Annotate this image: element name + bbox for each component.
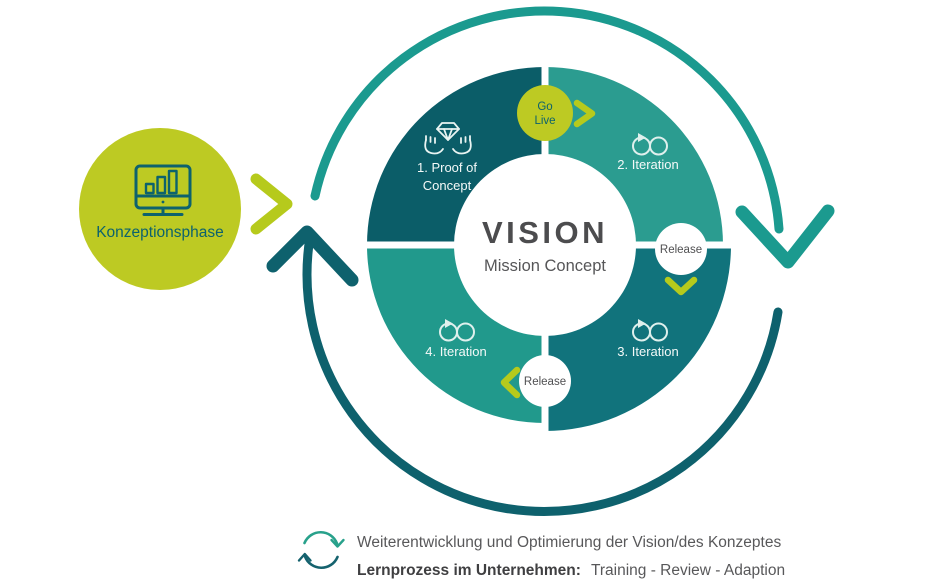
- release-bottom-chevron-left-icon: [500, 366, 521, 399]
- go-live-circle: [517, 85, 573, 141]
- legend-line2-bold: Lernprozess im Unternehmen:: [357, 562, 581, 579]
- go-live-chevron-right-icon: [573, 99, 596, 128]
- infinity-loop-icon: [632, 133, 668, 156]
- quadrant-proof-of-concept: [367, 67, 545, 245]
- outer-arc-bottom: [302, 232, 783, 516]
- konzeptionsphase-label: Konzeptionsphase: [96, 224, 224, 241]
- go-live-label-line1: Go: [537, 101, 552, 113]
- quadrant2-label: 2. Iteration: [617, 157, 678, 172]
- legend-line1: Weiterentwicklung und Optimierung der Vi…: [357, 534, 781, 551]
- infinity-loop-icon: [632, 319, 668, 342]
- release-bottom-label: Release: [524, 376, 566, 388]
- konzeptionsphase-node: Konzeptionsphase: [79, 128, 241, 290]
- quadrant4-label: 4. Iteration: [425, 344, 486, 359]
- cycle-arrows-icon: [297, 530, 345, 570]
- quadrant1-label-line1: 1. Proof of: [417, 160, 477, 175]
- release-right-badge: Release: [655, 223, 707, 296]
- gem-in-hands-icon: [424, 122, 472, 155]
- center-circle: [454, 154, 636, 336]
- release-right-label: Release: [660, 244, 702, 256]
- release-right-circle: [655, 223, 707, 275]
- outer-arrowhead-down-icon: [735, 204, 835, 269]
- release-bottom-circle: [519, 355, 571, 407]
- legend-line2: Lernprozess im Unternehmen: Training - R…: [357, 562, 785, 579]
- quadrant1-label-line2: Concept: [423, 178, 472, 193]
- legend: Weiterentwicklung und Optimierung der Vi…: [297, 530, 785, 579]
- monitor-bar-chart-icon: [134, 164, 192, 216]
- quadrant3-label: 3. Iteration: [617, 344, 678, 359]
- release-bottom-badge: Release: [500, 355, 571, 407]
- outer-arrowhead-up-icon: [266, 225, 359, 287]
- vision-title: VISION: [482, 215, 608, 250]
- release-right-chevron-down-icon: [664, 276, 698, 296]
- flow-chevron-right-icon: [250, 173, 293, 235]
- mission-subtitle: Mission Concept: [484, 257, 606, 275]
- go-live-badge: Go Live: [517, 85, 596, 141]
- infinity-loop-icon: [439, 319, 475, 342]
- outer-arc-top: [310, 6, 784, 234]
- go-live-label-line2: Live: [534, 115, 555, 127]
- legend-line2-rest: Training - Review - Adaption: [591, 562, 785, 579]
